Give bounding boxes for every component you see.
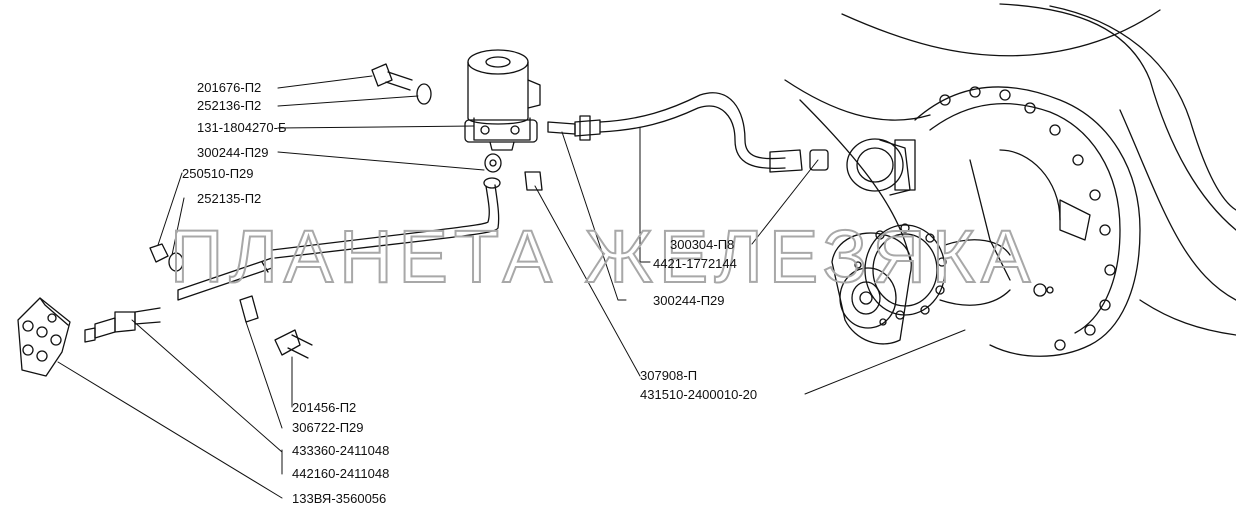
part-label-201456: 201456-П2 — [292, 400, 357, 415]
part-label-252135: 252135-П2 — [197, 191, 262, 206]
valve-drawing — [464, 49, 541, 151]
part-label-433360: 433360-2411048 — [292, 443, 390, 458]
bolt-washer-drawing — [149, 63, 432, 359]
part-label-250510: 250510-П29 — [182, 166, 254, 181]
part-label-131-1804270: 131-1804270-Б — [197, 120, 287, 135]
axle-housing-drawing — [784, 3, 1236, 357]
part-label-201676: 201676-П2 — [197, 80, 262, 95]
part-label-431510: 431510-2400010-20 — [640, 387, 758, 402]
part-label-133vya: 133ВЯ-3560056 — [292, 491, 387, 506]
part-label-442160: 442160-2411048 — [292, 466, 390, 481]
part-label-4421: 4421-1772144 — [653, 256, 737, 271]
distributor-drawing — [17, 297, 71, 377]
part-label-300244-b: 300244-П29 — [653, 293, 725, 308]
hose-drawing — [547, 92, 829, 173]
part-label-300304: 300304-П8 — [670, 237, 735, 252]
part-label-300244-a: 300244-П29 — [197, 145, 269, 160]
brake-tube-drawing — [84, 153, 543, 343]
part-label-306722: 306722-П29 — [292, 420, 364, 435]
part-label-252136: 252136-П2 — [197, 98, 262, 113]
leader-lines — [57, 75, 966, 499]
watermark: ПЛАНЕТА ЖЕЛЕЗЯКА — [170, 215, 1036, 298]
part-label-307908: 307908-П — [640, 368, 698, 383]
